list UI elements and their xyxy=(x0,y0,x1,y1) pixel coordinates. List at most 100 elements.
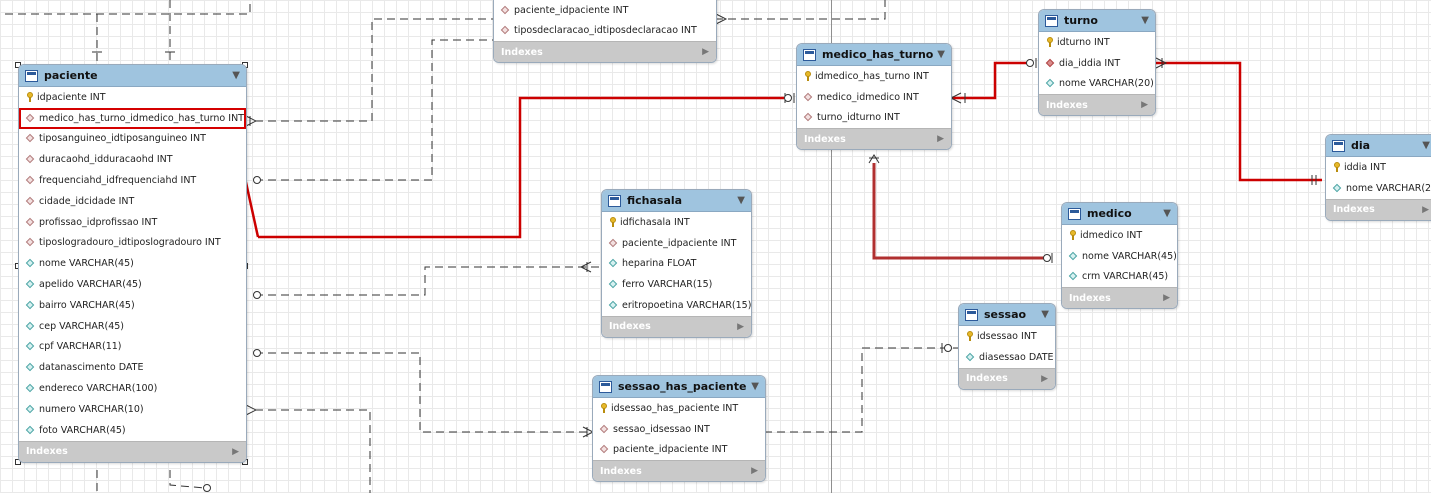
table-column[interactable]: tiposlogradouro_idtiposlogradouro INT xyxy=(19,233,246,254)
indexes-label: Indexes xyxy=(501,46,543,58)
indexes-label: Indexes xyxy=(804,133,846,145)
table-column[interactable]: diasessao DATE xyxy=(959,347,1055,368)
table-column[interactable]: cidade_idcidade INT xyxy=(19,191,246,212)
crowfoot-mht xyxy=(784,93,795,103)
indexes-footer[interactable]: Indexes ▶ xyxy=(797,128,951,150)
table-column[interactable]: tiposdeclaracao_idtiposdeclaracao INT xyxy=(494,21,716,42)
table-column[interactable]: idmedico INT xyxy=(1062,225,1177,246)
table-column[interactable]: idmedico_has_turno INT xyxy=(797,66,951,87)
collapse-caret-icon[interactable]: ▼ xyxy=(751,381,759,392)
indexes-footer[interactable]: Indexes ▶ xyxy=(494,41,716,63)
expand-arrow-icon[interactable]: ▶ xyxy=(937,134,944,145)
column-label: profissao_idprofissao INT xyxy=(39,216,158,228)
column-icon xyxy=(26,322,35,331)
table-column[interactable]: cpf VARCHAR(11) xyxy=(19,337,246,358)
table-top-partial[interactable]: idpaciente_has_tiposdeclaracao INTpacien… xyxy=(493,0,717,64)
table-column[interactable]: foto VARCHAR(45) xyxy=(19,420,246,441)
indexes-footer[interactable]: Indexes▶ xyxy=(602,315,751,337)
collapse-caret-icon[interactable]: ▼ xyxy=(737,195,745,206)
collapse-caret-icon[interactable]: ▼ xyxy=(937,49,945,60)
expand-arrow-icon[interactable]: ▶ xyxy=(751,466,758,477)
table-column[interactable]: endereco VARCHAR(100) xyxy=(19,378,246,399)
indexes-footer[interactable]: Indexes▶ xyxy=(959,367,1055,389)
table-column[interactable]: idsessao_has_paciente INT xyxy=(593,398,765,419)
table-header[interactable]: dia▼ xyxy=(1326,135,1431,157)
table-column[interactable]: idfichasala INT xyxy=(602,212,751,233)
table-column[interactable]: ferro VARCHAR(15) xyxy=(602,274,751,295)
table-column[interactable]: eritropoetina VARCHAR(15) xyxy=(602,295,751,316)
indexes-footer[interactable]: Indexes▶ xyxy=(1326,198,1431,220)
column-label: tiposlogradouro_idtiposlogradouro INT xyxy=(39,237,221,249)
column-label: numero VARCHAR(10) xyxy=(39,403,144,415)
rel-sessao-line xyxy=(764,347,958,433)
table-column[interactable]: tiposanguineo_idtiposanguineo INT xyxy=(19,129,246,150)
indexes-footer[interactable]: Indexes▶ xyxy=(19,440,246,462)
table-header[interactable]: fichasala▼ xyxy=(602,190,751,212)
expand-arrow-icon[interactable]: ▶ xyxy=(1422,204,1429,215)
expand-arrow-icon[interactable]: ▶ xyxy=(1041,373,1048,384)
table-header[interactable]: paciente▼ xyxy=(19,65,246,87)
table-column[interactable]: dia_iddia INT xyxy=(1039,53,1155,74)
table-column[interactable]: turno_idturno INT xyxy=(797,108,951,129)
table-column[interactable]: nome VARCHAR(45) xyxy=(19,253,246,274)
table-header[interactable]: sessao▼ xyxy=(959,304,1055,326)
table-column[interactable]: paciente_idpaciente INT xyxy=(602,233,751,254)
table-column[interactable]: crm VARCHAR(45) xyxy=(1062,267,1177,288)
indexes-footer[interactable]: Indexes▶ xyxy=(1039,94,1155,116)
table-column[interactable]: numero VARCHAR(10) xyxy=(19,399,246,420)
table-column[interactable]: cep VARCHAR(45) xyxy=(19,316,246,337)
expand-arrow-icon[interactable]: ▶ xyxy=(1141,100,1148,111)
table-column[interactable]: medico_has_turno_idmedico_has_turno INT xyxy=(19,107,246,129)
table-column[interactable]: idturno INT xyxy=(1039,32,1155,53)
collapse-caret-icon[interactable]: ▼ xyxy=(1163,208,1171,219)
table-header[interactable]: medico_has_turno▼ xyxy=(797,44,951,66)
table-column[interactable]: duracaohd_idduracaohd INT xyxy=(19,149,246,170)
fk-icon xyxy=(26,155,35,164)
table-column[interactable]: idpaciente INT xyxy=(19,87,246,108)
fk-icon xyxy=(609,239,618,248)
table-column[interactable]: sessao_idsessao INT xyxy=(593,419,765,440)
table-column[interactable]: heparina FLOAT xyxy=(602,254,751,275)
table-header[interactable]: medico▼ xyxy=(1062,203,1177,225)
expand-arrow-icon[interactable]: ▶ xyxy=(702,47,709,58)
table-column[interactable]: apelido VARCHAR(45) xyxy=(19,274,246,295)
collapse-caret-icon[interactable]: ▼ xyxy=(232,70,240,81)
column-icon xyxy=(26,363,35,372)
indexes-footer[interactable]: Indexes▶ xyxy=(593,460,765,482)
table-column[interactable]: paciente_idpaciente INT xyxy=(494,0,716,21)
table-sessao-has-paciente[interactable]: sessao_has_paciente▼idsessao_has_pacient… xyxy=(592,375,766,483)
table-column[interactable]: datanascimento DATE xyxy=(19,357,246,378)
table-column[interactable]: nome VARCHAR(20) xyxy=(1039,74,1155,95)
expand-arrow-icon[interactable]: ▶ xyxy=(1163,293,1170,304)
table-column[interactable]: medico_idmedico INT xyxy=(797,87,951,108)
table-column[interactable]: profissao_idprofissao INT xyxy=(19,212,246,233)
table-column[interactable]: nome VARCHAR(45) xyxy=(1062,246,1177,267)
expand-arrow-icon[interactable]: ▶ xyxy=(232,446,239,457)
expand-arrow-icon[interactable]: ▶ xyxy=(737,321,744,332)
table-column[interactable]: nome VARCHAR(20) xyxy=(1326,178,1431,199)
rel-dia-line xyxy=(1156,61,1322,182)
end-circle-medico xyxy=(1043,254,1051,262)
table-icon xyxy=(1332,139,1345,152)
table-column[interactable]: idsessao INT xyxy=(959,326,1055,347)
collapse-caret-icon[interactable]: ▼ xyxy=(1422,140,1430,151)
table-header[interactable]: turno▼ xyxy=(1039,10,1155,32)
table-column[interactable]: frequenciahd_idfrequenciahd INT xyxy=(19,170,246,191)
table-column[interactable]: bairro VARCHAR(45) xyxy=(19,295,246,316)
table-column[interactable]: paciente_idpaciente INT xyxy=(593,440,765,461)
table-column[interactable]: iddia INT xyxy=(1326,157,1431,178)
collapse-caret-icon[interactable]: ▼ xyxy=(1041,309,1049,320)
table-header[interactable]: sessao_has_paciente▼ xyxy=(593,376,765,398)
indexes-footer[interactable]: Indexes▶ xyxy=(1062,287,1177,309)
collapse-caret-icon[interactable]: ▼ xyxy=(1141,15,1149,26)
